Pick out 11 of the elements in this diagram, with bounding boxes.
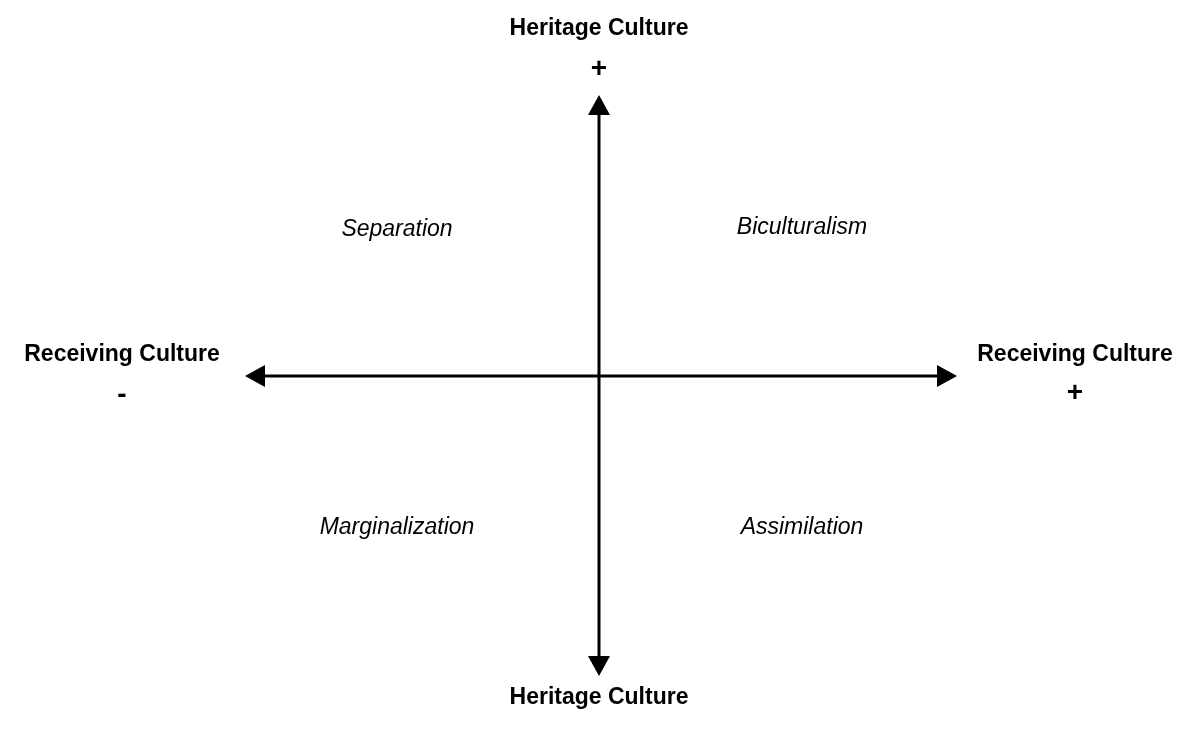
quadrant-label: Separation [341, 216, 453, 242]
plus-sign: + [590, 52, 608, 84]
axis-title: Receiving Culture [977, 341, 1173, 367]
axis-title: Receiving Culture [24, 341, 220, 367]
axis-title: Heritage Culture [509, 684, 689, 710]
quadrant-label: Assimilation [740, 514, 864, 540]
minus-sign: - [117, 378, 127, 410]
axis-title: Heritage Culture [509, 15, 689, 41]
quadrant-label: Biculturalism [736, 214, 868, 240]
quadrant-label: Marginalization [319, 514, 475, 540]
plus-sign: + [1066, 376, 1084, 408]
